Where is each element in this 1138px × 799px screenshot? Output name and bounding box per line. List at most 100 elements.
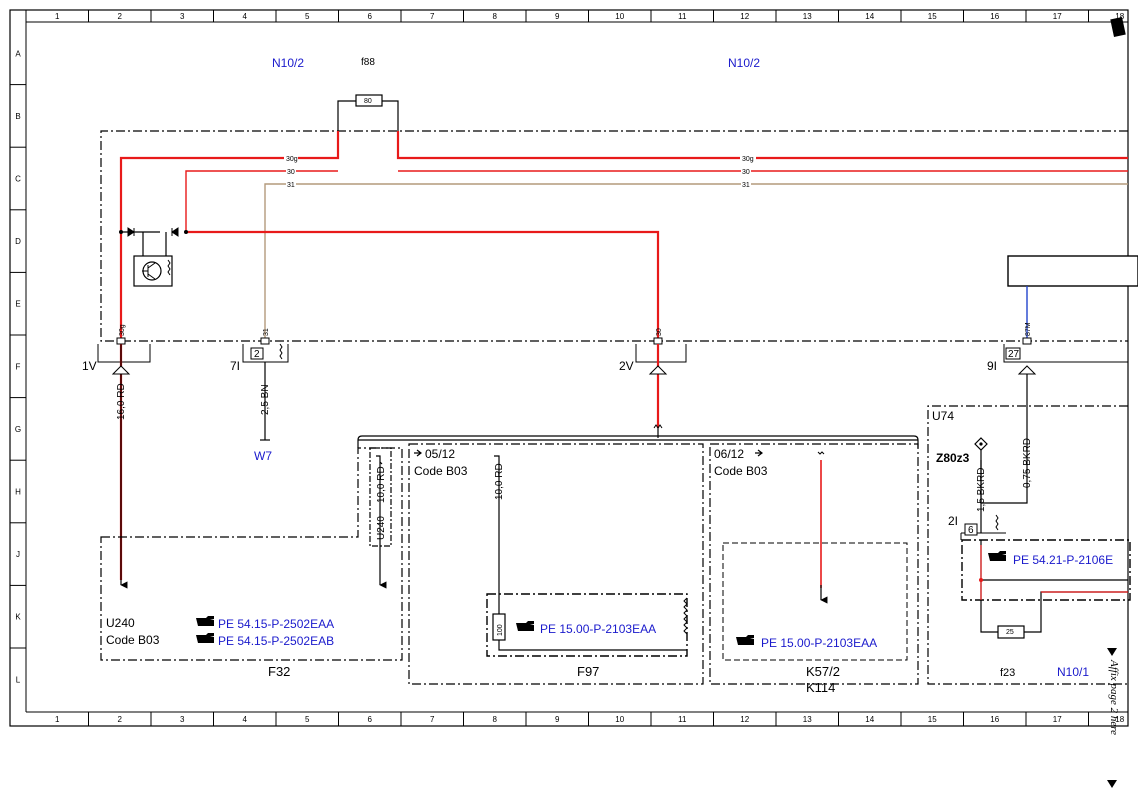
column-label: 11: [678, 12, 687, 21]
wire-label-10rd-a: 10,0 RD: [376, 466, 387, 503]
connector-pin-30: 30: [653, 328, 663, 345]
margin-note: Affix page 2 here: [1107, 648, 1120, 788]
column-label: 13: [803, 12, 812, 21]
f97-code: Code B03: [414, 464, 468, 478]
row-label: B: [15, 112, 20, 121]
column-label: 18: [1115, 12, 1124, 21]
svg-text:PE 54.15-P-2502EAA: PE 54.15-P-2502EAA: [218, 617, 334, 631]
pin-27: 27: [1008, 349, 1020, 360]
column-label: 15: [928, 715, 937, 724]
module-k57-inner-box: [722, 542, 908, 661]
ref-link-3[interactable]: PE 15.00-P-2103EAA: [516, 621, 656, 636]
bus-30g-left: 30g: [286, 156, 298, 163]
row-label: J: [16, 550, 20, 559]
wire-30g-bus: [119, 131, 1128, 338]
svg-text:PE 54.15-P-2502EAB: PE 54.15-P-2502EAB: [218, 634, 334, 648]
ref-link-4[interactable]: PE 15.00-P-2103EAA: [736, 635, 877, 650]
svg-text:PE 15.00-P-2103EAA: PE 15.00-P-2103EAA: [540, 622, 656, 636]
svg-text:30: 30: [656, 328, 663, 336]
connector-1v: 1V: [82, 359, 97, 373]
module-n10-2-box: [100, 130, 1128, 342]
row-label: H: [15, 488, 21, 497]
pin-6: 6: [968, 525, 974, 536]
ref-link-2[interactable]: PE 54.15-P-2502EAB: [196, 633, 334, 648]
column-label: 13: [803, 715, 812, 724]
wire-label-25bn: 2,5 BN: [260, 384, 271, 415]
svg-text:31: 31: [263, 328, 270, 336]
column-label: 8: [493, 12, 498, 21]
row-label: C: [15, 175, 21, 184]
k57-date: 06/12: [714, 447, 744, 461]
label-u240-code: Code B03: [106, 633, 160, 647]
pointing-hand-icon: [736, 635, 754, 645]
wire-31-bus: [264, 183, 1128, 338]
column-label: 7: [430, 715, 435, 724]
wire-label-075bkrd: 0,75 BKRD: [1022, 438, 1033, 488]
column-label: 2: [118, 12, 123, 21]
label-u240-box: U240: [376, 516, 387, 540]
bus-31-right: 31: [742, 182, 750, 189]
ref-link-5[interactable]: PE 54.21-P-2106E: [988, 551, 1113, 567]
label-f97: F97: [577, 664, 599, 679]
column-label: 12: [740, 12, 749, 21]
label-n10-2-left: N10/2: [272, 56, 304, 70]
wire-30-bus: [185, 170, 1128, 232]
column-label: 15: [928, 12, 937, 21]
pin-2: 2: [254, 349, 260, 360]
label-k114: K114: [806, 680, 835, 695]
column-label: 9: [555, 12, 560, 21]
fuse-f23-rating: 25: [1006, 629, 1014, 636]
row-label: G: [15, 425, 21, 434]
connector-pin-31: 31: [260, 328, 270, 345]
column-label: 9: [555, 715, 560, 724]
svg-text:PE 15.00-P-2103EAA: PE 15.00-P-2103EAA: [761, 636, 877, 650]
corner-mark: [1110, 16, 1126, 38]
column-label: 17: [1053, 12, 1062, 21]
column-label: 14: [865, 715, 874, 724]
module-f97-inner-box: [486, 593, 688, 657]
drawing-frame: [9, 9, 1129, 727]
label-f23: f23: [1000, 667, 1015, 679]
label-z80z3: Z80z3: [936, 451, 970, 465]
column-label: 12: [740, 715, 749, 724]
column-label: 4: [243, 715, 248, 724]
fuse-f23: [997, 625, 1025, 639]
column-label: 6: [368, 12, 373, 21]
bus-30g-right: 30g: [742, 156, 754, 163]
column-label: 16: [990, 12, 999, 21]
module-k57-box: [709, 443, 919, 685]
column-label: 1: [55, 715, 60, 724]
bus-31-left: 31: [287, 182, 295, 189]
svg-text:Affix page 2 here: Affix page 2 here: [1108, 659, 1120, 735]
column-label: 7: [430, 12, 435, 21]
f97-date: 05/12: [425, 447, 455, 461]
connector-pin-30g: 30g: [116, 324, 126, 345]
fuse-f88-rating: 80: [364, 98, 372, 105]
row-label: F: [16, 362, 21, 371]
column-label: 3: [180, 715, 185, 724]
row-label: E: [15, 300, 20, 309]
ref-link-1[interactable]: PE 54.15-P-2502EAA: [196, 616, 334, 631]
column-label: 16: [990, 715, 999, 724]
column-label: 4: [243, 12, 248, 21]
label-f32: F32: [268, 664, 290, 679]
column-label: 5: [305, 715, 310, 724]
svg-text:30g: 30g: [119, 324, 126, 336]
row-label: L: [16, 675, 21, 684]
k57-code: Code B03: [714, 464, 768, 478]
label-n10-2-right: N10/2: [728, 56, 760, 70]
connector-7i: 7I: [230, 359, 240, 373]
svg-text:PE 54.21-P-2106E: PE 54.21-P-2106E: [1013, 553, 1113, 567]
pointing-hand-icon: [196, 616, 214, 626]
module-f32-box: [100, 447, 403, 661]
column-label: 6: [368, 715, 373, 724]
wire-label-10rd-b: 10,0 RD: [494, 463, 505, 500]
column-label: 17: [1053, 715, 1062, 724]
column-label: 2: [118, 715, 123, 724]
wire-label-16rd: 16,0 RD: [116, 383, 127, 420]
module-f97-box: [408, 443, 704, 685]
connector-pin-87m: 87M: [1022, 322, 1032, 345]
